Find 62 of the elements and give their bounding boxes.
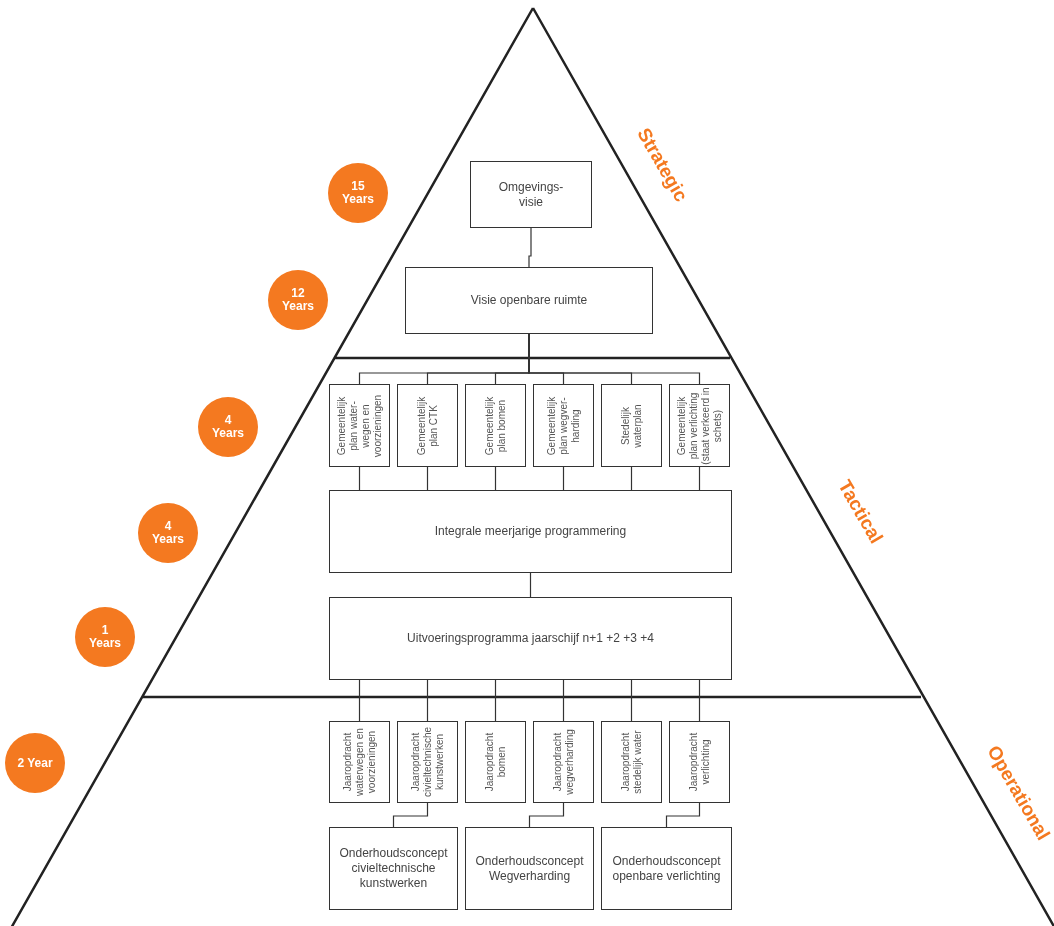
connector-line [358,679,361,722]
duration-text: 4 Years [210,414,245,440]
process-text: Onderhoudsconcept civieltechnische kunstwerken [338,846,449,891]
plan-box [533,384,594,467]
process-text: Omgevings- visie [497,179,565,210]
connector-line [528,802,565,828]
plan-text: Jaaropdracht stedelijk water [619,729,644,796]
plan-text: Jaaropdracht verlichting [687,731,712,794]
process-box [601,827,732,910]
duration-text: 15 Years [340,180,375,206]
process-box [329,827,458,910]
duration-text: 12 Years [280,287,315,313]
plan-text: Gemeentelijk plan bomen [483,395,508,457]
process-box [465,827,594,910]
connector-line [665,802,701,828]
process-text: Uitvoeringsprogramma jaarschijf n+1 +2 +3 +4 [407,631,654,646]
plan-box [465,721,526,803]
connector-line [528,227,532,268]
connector-line [358,466,361,491]
plan-box [601,384,662,467]
process-text: Integrale meerjarige programmering [434,524,627,539]
connector-line [426,466,429,491]
process-box [405,267,653,334]
connector-line [494,466,497,491]
connector-line [698,679,701,722]
plan-text: Gemeentelijk plan CTK [415,395,440,457]
process-box [470,161,592,228]
connector-line [630,679,633,722]
plan-box [397,721,458,803]
duration-text: 4 Years [150,520,185,546]
plan-box [329,721,390,803]
process-text: Visie openbare ruimte [470,293,588,308]
process-box [329,490,732,573]
plan-text: Jaaropdracht waterwegen en voorzieningen [341,727,378,798]
connector-line [630,466,633,491]
plan-box [669,384,730,467]
plan-box [601,721,662,803]
process-text: Onderhoudsconcept Wegverharding [474,853,585,884]
connector-line [562,679,565,722]
plan-box [533,721,594,803]
connector-line [562,466,565,491]
plan-box [397,384,458,467]
plan-box [669,721,730,803]
plan-text: Jaaropdracht civieltechnische kunstwerken [409,726,446,800]
plan-text: Gemeentelijk plan wegver- harding [545,395,582,457]
connector-line [494,679,497,722]
plan-box [465,384,526,467]
connector-line [392,802,429,828]
plan-text: Gemeentelijk plan verlichting (staat verkeerd in schets) [675,386,724,465]
connector-line [698,466,701,491]
connector-line [529,572,532,598]
duration-text: 2 Year [17,756,53,770]
connector-line [426,679,429,722]
plan-text: Jaaropdracht bomen [483,731,508,794]
plan-text: Stedelijk waterplan [619,402,644,450]
process-text: Onderhoudsconcept openbare verlichting [611,853,722,884]
connector-line [528,333,701,385]
duration-text: 1 Years [87,624,122,650]
plan-text: Gemeentelijk plan water- wegen en voorzieningen [335,393,384,459]
process-box [329,597,732,680]
plan-box [329,384,390,467]
plan-text: Jaaropdracht wegverharding [551,728,576,797]
